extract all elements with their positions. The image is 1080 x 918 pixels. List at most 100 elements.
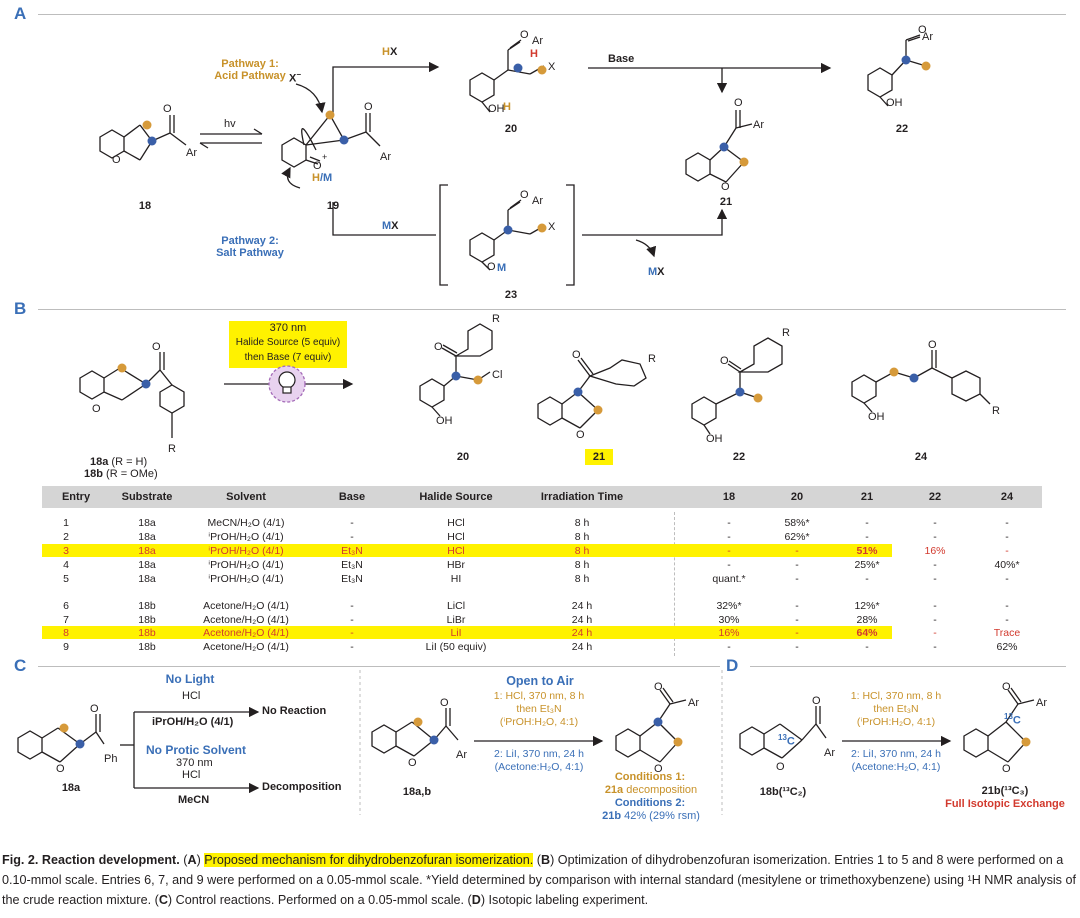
svg-text:O: O — [576, 429, 585, 441]
table-cell-y20: - — [795, 614, 799, 626]
table-cell-base: - — [350, 614, 354, 626]
table-cell-time: 24 h — [571, 627, 593, 639]
panel-c-rule — [38, 666, 720, 667]
compound-21b-structure — [537, 357, 647, 429]
svg-text:O: O — [812, 695, 821, 707]
caption-a-highlight: Proposed mechanism for dihydrobenzofuran… — [204, 853, 534, 867]
mecn-label: MeCN — [178, 794, 210, 806]
compound-22-label: 22 — [895, 123, 909, 135]
table-cell-base: - — [350, 517, 354, 529]
res2-title: Conditions 2: — [614, 797, 686, 809]
h-m-label: H/M — [312, 172, 333, 184]
svg-text:O: O — [408, 757, 417, 769]
x-minus-label: X− — [289, 70, 302, 85]
table-cell-y24: 40%* — [994, 559, 1020, 571]
table-cell-solvent: MeCN/H₂O (4/1) — [207, 517, 285, 529]
table-cell-solvent: Acetone/H₂O (4/1) — [203, 641, 289, 653]
panel-b-scheme: O O R O R Cl OH O O R O R OH O R OH — [79, 313, 1000, 455]
table-cell-y22: - — [933, 614, 937, 626]
row-3-highlight — [42, 544, 892, 557]
table-cell-substrate: 18a — [138, 559, 156, 571]
table-cell-time: 24 h — [571, 600, 593, 612]
table-cell-halide: HI — [450, 573, 462, 585]
table-cell-y20: - — [795, 545, 799, 557]
table-cell-y24: Trace — [993, 627, 1021, 639]
no-reaction-label: No Reaction — [262, 705, 327, 717]
table-cell-y20: - — [795, 559, 799, 571]
th-22: 22 — [928, 491, 942, 503]
label-18a: 18a (R = H) — [90, 456, 148, 468]
pathway1-label: Pathway 1: Acid Pathway — [195, 58, 305, 82]
pathway1-line1: Pathway 1: — [221, 58, 279, 70]
table-cell-halide: LiCl — [446, 600, 466, 612]
compound-19-label: 19 — [326, 200, 340, 212]
compound-20-structure — [469, 39, 545, 113]
svg-text:R: R — [782, 327, 790, 339]
b-compound-22-label: 22 — [732, 451, 746, 463]
table-cell-substrate: 18a — [138, 517, 156, 529]
svg-text:OH: OH — [488, 103, 505, 115]
table-cell-y20: - — [795, 573, 799, 585]
res1-line: 21a decomposition — [604, 784, 698, 796]
hcl-top-label: HCl — [182, 690, 201, 702]
svg-text:O: O — [572, 349, 581, 361]
table-cell-time: 24 h — [571, 614, 593, 626]
svg-text:Ar: Ar — [688, 697, 699, 709]
svg-text:O: O — [163, 103, 172, 115]
table-cell-y22: - — [933, 627, 937, 639]
table-cell-base: - — [350, 600, 354, 612]
compound-18-label: 18 — [138, 200, 152, 212]
svg-text:O: O — [654, 681, 663, 693]
table-cell-y22: - — [933, 573, 937, 585]
full-exchange-label: Full Isotopic Exchange — [945, 798, 1065, 810]
table-cell-halide: LiI (50 equiv) — [425, 641, 487, 653]
table-cell-y22: 16% — [924, 545, 946, 557]
table-cell-time: 8 h — [574, 573, 590, 585]
th-18: 18 — [722, 491, 736, 503]
svg-text:OH: OH — [868, 411, 885, 423]
svg-text:O: O — [1002, 681, 1011, 693]
compound-20b-structure — [419, 323, 493, 417]
panel-letter-d: D — [726, 656, 739, 675]
table-cell-solvent: Acetone/H₂O (4/1) — [203, 614, 289, 626]
svg-text:OH: OH — [706, 433, 723, 445]
hx-reagent: HX — [382, 46, 398, 58]
panel-c-scheme: O O Ph O O Ar O O Ar O O Ar O O Ar — [17, 670, 1047, 815]
table-cell-solvent: ⁱPrOH/H₂O (4/1) — [208, 531, 284, 543]
th-solvent: Solvent — [226, 491, 266, 503]
table-cell-y24: 62% — [996, 641, 1018, 653]
b-compound-21-label: 21 — [592, 451, 606, 463]
table-cell-y21: 25%* — [854, 559, 880, 571]
svg-text:O: O — [440, 697, 449, 709]
th-21: 21 — [860, 491, 874, 503]
hcl-bottom-label: HCl — [182, 769, 201, 781]
svg-text:Cl: Cl — [492, 369, 502, 381]
c-compound-18ab-label: 18a,b — [402, 786, 432, 798]
compound-18b-13c2-structure — [739, 706, 827, 759]
d-sm-label: 18b(¹³C₂) — [759, 786, 807, 798]
row-8-highlight — [42, 626, 892, 639]
caption-fig-title: Fig. 2. Reaction development. — [2, 853, 180, 867]
svg-text:OH: OH — [886, 97, 903, 109]
table-cell-y22: - — [933, 531, 937, 543]
compound-20-label: 20 — [504, 123, 518, 135]
compound-21-structure — [685, 110, 753, 183]
table-cell-y18: - — [727, 531, 731, 543]
mx-release: MX — [648, 266, 665, 278]
pathway2-line2: Salt Pathway — [216, 247, 284, 259]
table-cell-y20: 58%* — [784, 517, 810, 529]
table-cell-time: 24 h — [571, 641, 593, 653]
table-cell-substrate: 18b — [138, 614, 156, 626]
table-cell-y21: - — [865, 517, 869, 529]
svg-text:O: O — [364, 101, 373, 113]
table-cell-base: Et₃N — [341, 545, 363, 557]
svg-text:O: O — [1002, 763, 1011, 775]
base-label: Base — [608, 53, 635, 65]
table-cell-y18: - — [727, 517, 731, 529]
table-cell-substrate: 18a — [138, 545, 156, 557]
pathway2-label: Pathway 2: Salt Pathway — [195, 235, 305, 259]
table-cell-y20: - — [795, 627, 799, 639]
th-halide: Halide Source — [419, 491, 493, 503]
svg-text:O: O — [92, 403, 101, 415]
compound-23-label: 23 — [504, 289, 518, 301]
